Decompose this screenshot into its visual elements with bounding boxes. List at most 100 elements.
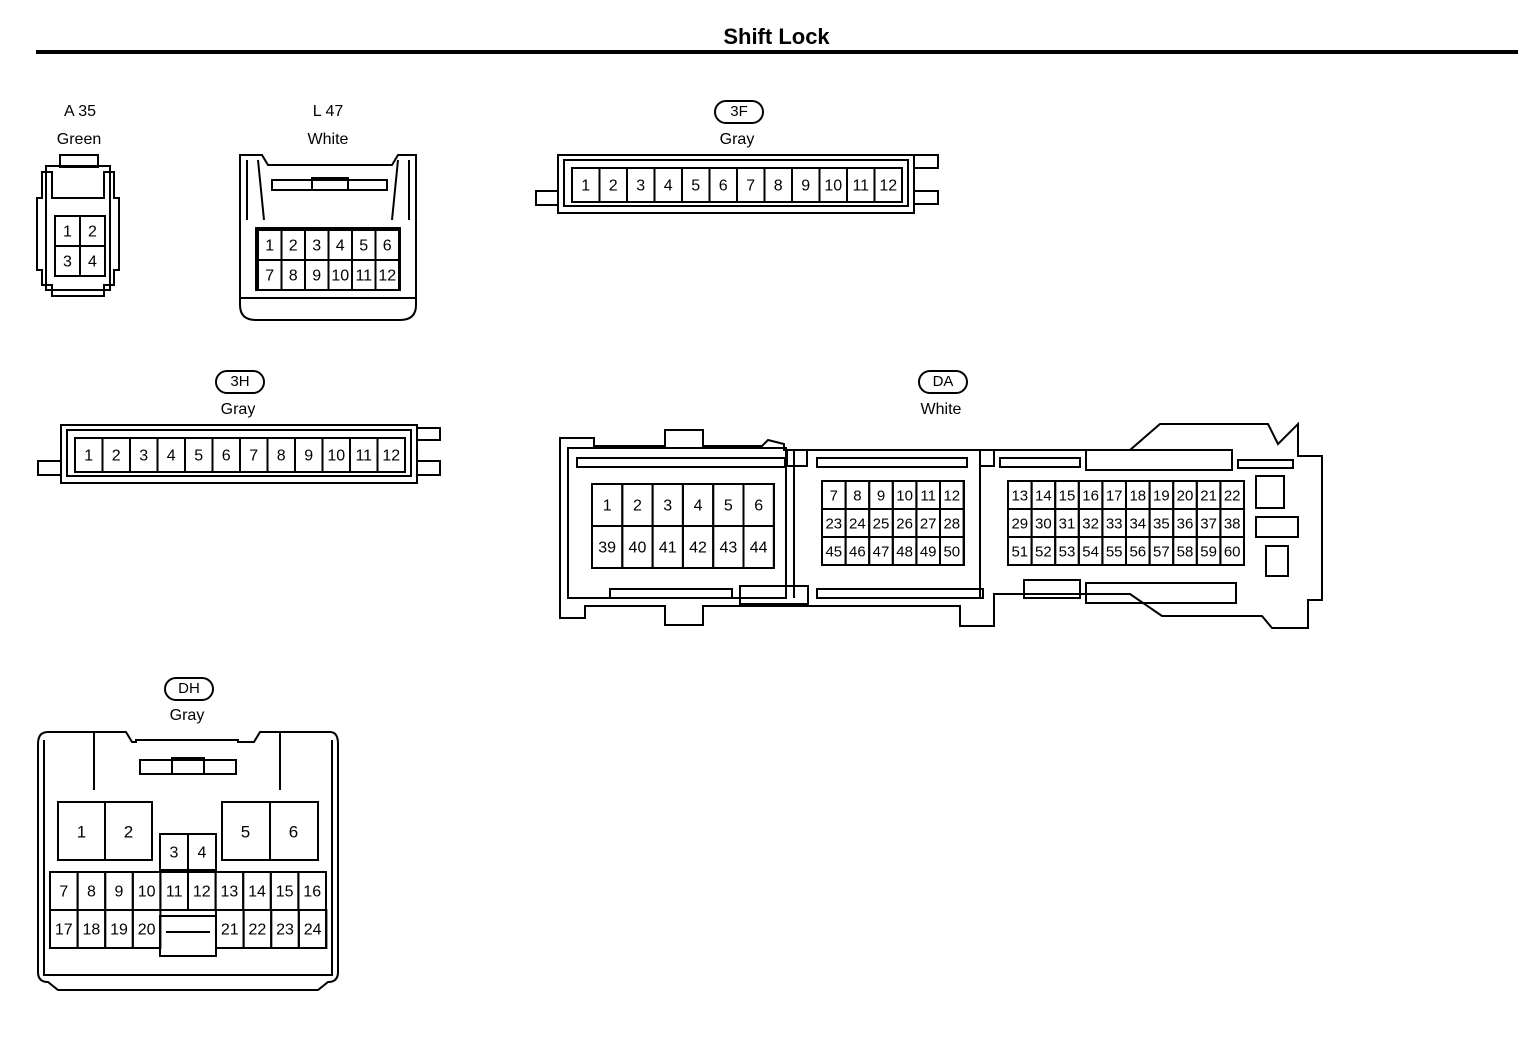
l47-pin-5: 5 <box>359 238 368 255</box>
dh-pin-21: 21 <box>221 922 239 939</box>
da-pin-37: 37 <box>1200 516 1217 533</box>
da-pin-24: 24 <box>849 516 866 533</box>
da-pin-22: 22 <box>1224 488 1241 505</box>
dh-color: Gray <box>169 707 205 724</box>
3f-pin-1: 1 <box>581 178 590 195</box>
l47-pin-9: 9 <box>312 268 321 285</box>
dh-pin-8: 8 <box>87 884 96 901</box>
a35-pin-4: 4 <box>88 254 97 271</box>
dh-pin-23: 23 <box>276 922 294 939</box>
da-pin-30: 30 <box>1035 516 1052 533</box>
l47-pin-11: 11 <box>355 268 372 285</box>
3f-pin-2: 2 <box>609 178 618 195</box>
3h-pin-12-cell <box>376 437 406 473</box>
3f-pin-6: 6 <box>719 178 728 195</box>
da-pin-42: 42 <box>689 540 707 557</box>
l47-pin-12: 12 <box>378 268 396 285</box>
dh-pin-24-cell <box>297 909 328 949</box>
da-pin-9: 9 <box>877 488 885 505</box>
3f-pin-5: 5 <box>691 178 700 195</box>
da-pin-25: 25 <box>873 516 890 533</box>
3f-pin-9: 9 <box>801 178 810 195</box>
da-pin-31: 31 <box>1059 516 1076 533</box>
da-pin-21: 21 <box>1200 488 1217 505</box>
da-pin-44-cell <box>742 525 775 569</box>
da-pin-13: 13 <box>1011 488 1028 505</box>
3h-pin-8: 8 <box>277 448 286 465</box>
da-pin-20: 20 <box>1177 488 1194 505</box>
l47-pin-7: 7 <box>265 268 274 285</box>
da-pin-27: 27 <box>920 516 937 533</box>
da-pin-28: 28 <box>943 516 960 533</box>
3h-pin-5: 5 <box>194 448 203 465</box>
3f-pin-10: 10 <box>824 178 842 195</box>
dh-pin-16: 16 <box>303 884 321 901</box>
da-pin-48: 48 <box>896 544 913 561</box>
l47-pin-4: 4 <box>336 238 345 255</box>
da-pin-41: 41 <box>659 540 677 557</box>
dh-pin-18: 18 <box>83 922 101 939</box>
da-pin-44: 44 <box>750 540 768 557</box>
a35-code: A 35 <box>63 103 97 120</box>
da-pin-12: 12 <box>943 488 960 505</box>
3h-pin-9: 9 <box>304 448 313 465</box>
da-pin-38: 38 <box>1224 516 1241 533</box>
3f-pin-3: 3 <box>636 178 645 195</box>
title-rule <box>36 50 1518 54</box>
da-pin-34: 34 <box>1129 516 1146 533</box>
da-pin-51: 51 <box>1011 544 1028 561</box>
da-pin-47: 47 <box>873 544 890 561</box>
da-pin-53: 53 <box>1059 544 1076 561</box>
da-pin-52: 52 <box>1035 544 1052 561</box>
a35-color: Green <box>56 131 102 148</box>
a35-pin-1: 1 <box>63 224 72 241</box>
dh-pin-9: 9 <box>115 884 124 901</box>
3f-badge: 3F <box>714 100 764 124</box>
dh-badge: DH <box>164 677 214 701</box>
da-pin-15: 15 <box>1059 488 1076 505</box>
da-pin-32: 32 <box>1082 516 1099 533</box>
l47-pin-2: 2 <box>289 238 298 255</box>
dh-pin-11: 11 <box>166 884 183 901</box>
da-pin-6: 6 <box>754 498 763 515</box>
l47-pin-10: 10 <box>331 268 349 285</box>
da-pin-50-cell <box>939 536 965 566</box>
l47-pin-8: 8 <box>289 268 298 285</box>
da-pin-55: 55 <box>1106 544 1123 561</box>
3h-badge: 3H <box>215 370 265 394</box>
dh-pin-1: 1 <box>77 823 86 842</box>
dh-pin-15: 15 <box>276 884 294 901</box>
dh-pin-20-cell <box>131 909 162 949</box>
3f-pin-12: 12 <box>879 178 897 195</box>
dh-pin-6: 6 <box>289 823 298 842</box>
da-pin-50: 50 <box>943 544 960 561</box>
da-pin-58: 58 <box>1177 544 1194 561</box>
da-pin-33: 33 <box>1106 516 1123 533</box>
3f-pin-11: 11 <box>852 178 869 195</box>
3h-color: Gray <box>220 401 256 418</box>
dh-pin-19: 19 <box>110 922 128 939</box>
da-pin-5: 5 <box>724 498 733 515</box>
dh-pin-4: 4 <box>198 845 207 862</box>
da-pin-43: 43 <box>719 540 737 557</box>
da-pin-4: 4 <box>694 498 703 515</box>
l47-pin-6: 6 <box>383 238 392 255</box>
dh-pin-10: 10 <box>138 884 156 901</box>
da-pin-39: 39 <box>598 540 616 557</box>
page-title: Shift Lock <box>723 24 830 49</box>
da-pin-2: 2 <box>633 498 642 515</box>
da-badge: DA <box>918 370 968 394</box>
da-pin-14: 14 <box>1035 488 1052 505</box>
da-pin-8: 8 <box>853 488 861 505</box>
3h-pin-7: 7 <box>249 448 258 465</box>
3f-pin-4: 4 <box>664 178 673 195</box>
da-pin-40: 40 <box>629 540 647 557</box>
dh-pin-7: 7 <box>59 884 68 901</box>
da-pin-16: 16 <box>1082 488 1099 505</box>
3f-pin-7: 7 <box>746 178 755 195</box>
dh-pin-20: 20 <box>138 922 156 939</box>
